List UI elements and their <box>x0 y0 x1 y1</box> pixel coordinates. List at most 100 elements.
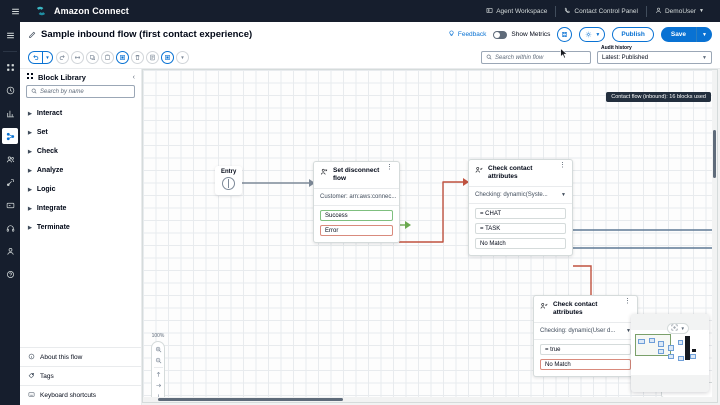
node-check-contact-attributes-1[interactable]: Check contact attributes ⋮ Checking: dyn… <box>468 159 573 257</box>
copy-button[interactable] <box>86 51 99 64</box>
collapse-panel-button[interactable]: ‹ <box>132 73 135 81</box>
block-search-input[interactable]: Search by name <box>26 85 135 98</box>
rail-item-agent-tools[interactable] <box>2 220 18 236</box>
zoom-out-icon[interactable] <box>153 355 164 366</box>
port-success[interactable]: Success <box>320 210 393 222</box>
left-nav-rail <box>0 22 20 405</box>
canvas-vertical-scrollbar[interactable] <box>712 70 717 397</box>
node-set-disconnect-flow[interactable]: Set disconnect flow ⋮ Customer: arn:aws:… <box>313 161 400 244</box>
contact-control-panel-link[interactable]: Contact Control Panel <box>556 5 646 18</box>
category-label: Interact <box>36 110 63 117</box>
agent-workspace-link[interactable]: Agent Workspace <box>478 5 555 18</box>
minimap-controls[interactable]: ▼ <box>666 323 689 334</box>
flow-settings-button[interactable]: ▼ <box>579 27 606 42</box>
notes-button[interactable] <box>146 51 159 64</box>
undo-button[interactable] <box>28 51 42 64</box>
tags-button[interactable]: Tags <box>20 367 141 386</box>
node-parameter-select[interactable]: Customer: arn:aws:connec... ▼ <box>314 189 399 207</box>
rail-item-routing[interactable] <box>2 174 18 190</box>
search-within-flow-input[interactable]: Search within flow <box>481 51 591 64</box>
category-terminate[interactable]: ▶ Terminate <box>20 218 141 237</box>
node-parameter-select[interactable]: Checking: dynamic(User d... ▼ <box>534 323 637 341</box>
zoom-in-icon[interactable] <box>153 344 164 355</box>
arrow-left-icon[interactable] <box>153 402 164 403</box>
canvas-horizontal-scrollbar[interactable] <box>143 397 717 402</box>
redo-button[interactable] <box>56 51 69 64</box>
delete-button[interactable] <box>131 51 144 64</box>
align-button[interactable] <box>71 51 84 64</box>
save-menu-button[interactable]: ▼ <box>696 27 712 42</box>
node-menu-button[interactable]: ⋮ <box>559 162 566 169</box>
rail-item-users[interactable] <box>2 151 18 167</box>
top-bar-links: Agent Workspace Contact Control Panel De… <box>478 0 712 22</box>
node-menu-button[interactable]: ⋮ <box>624 298 631 305</box>
node-check-contact-attributes-2[interactable]: Check contact attributes ⋮ Checking: dyn… <box>533 295 638 378</box>
category-integrate[interactable]: ▶ Integrate <box>20 199 141 218</box>
keyboard-shortcuts-button[interactable]: Keyboard shortcuts <box>20 386 141 405</box>
category-label: Check <box>36 148 58 155</box>
audit-history-select[interactable]: Audit history Latest: Published ▼ <box>597 45 712 64</box>
rail-item-profiles[interactable] <box>2 243 18 259</box>
chevron-right-icon: ▶ <box>28 110 32 117</box>
undo-menu-button[interactable]: ▼ <box>42 51 53 64</box>
rail-item-flows[interactable] <box>2 128 18 144</box>
port-label: No Match <box>545 361 571 368</box>
block-library-header: Block Library ‹ <box>20 69 141 85</box>
category-label: Terminate <box>36 224 70 231</box>
paste-button[interactable] <box>101 51 114 64</box>
rail-item-channels[interactable] <box>2 197 18 213</box>
rail-item-menu[interactable] <box>2 27 18 43</box>
entry-node[interactable]: Entry <box>215 166 243 195</box>
save-template-button[interactable] <box>557 27 573 42</box>
category-analyze[interactable]: ▶ Analyze <box>20 161 141 180</box>
rail-item-dashboard[interactable] <box>2 59 18 75</box>
phone-icon <box>564 7 571 16</box>
node-parameter-value: Customer: arn:aws:connec... <box>320 194 397 201</box>
node-header: Check contact attributes ⋮ <box>534 296 637 324</box>
pencil-icon[interactable] <box>28 31 36 39</box>
publish-button[interactable]: Publish <box>612 27 654 42</box>
about-this-flow-button[interactable]: About this flow <box>20 348 141 367</box>
category-label: Set <box>36 129 48 136</box>
chevron-down-icon[interactable]: ▼ <box>680 326 685 331</box>
select-all-button[interactable] <box>116 51 129 64</box>
port-label: Error <box>325 227 339 234</box>
port-task[interactable]: = TASK <box>475 223 566 235</box>
port-error[interactable]: Error <box>320 225 393 237</box>
layout-button[interactable] <box>161 51 174 64</box>
user-menu[interactable]: DemoUser ▼ <box>647 5 712 18</box>
save-button[interactable]: Save <box>660 27 697 42</box>
minimap-node <box>668 354 674 359</box>
node-parameter-select[interactable]: Checking: dynamic(Syste... ▼ <box>469 187 572 205</box>
category-interact[interactable]: ▶ Interact <box>20 104 141 123</box>
port-no-match[interactable]: No Match <box>475 238 566 250</box>
category-check[interactable]: ▶ Check <box>20 142 141 161</box>
show-metrics-toggle[interactable]: Show Metrics <box>493 30 550 39</box>
rail-item-analytics[interactable] <box>2 105 18 121</box>
entry-port[interactable] <box>222 177 236 190</box>
node-menu-button[interactable]: ⋮ <box>386 164 393 171</box>
port-chat[interactable]: = CHAT <box>475 208 566 220</box>
feedback-label: Feedback <box>457 31 487 38</box>
category-logic[interactable]: ▶ Logic <box>20 180 141 199</box>
arrow-right-icon[interactable] <box>153 380 164 391</box>
feedback-button[interactable]: Feedback <box>448 30 487 39</box>
rail-item-support[interactable] <box>2 266 18 282</box>
category-set[interactable]: ▶ Set <box>20 123 141 142</box>
node-title: Set disconnect flow <box>333 167 380 183</box>
layout-menu-button[interactable]: ▼ <box>176 51 189 64</box>
flow-canvas[interactable]: Contact flow (inbound): 16 blocks used <box>142 69 718 403</box>
entry-label: Entry <box>221 169 237 175</box>
port-no-match[interactable]: No Match <box>540 359 631 371</box>
scrollbar-thumb[interactable] <box>713 130 716 178</box>
minimap-panel[interactable] <box>631 314 709 392</box>
port-true[interactable]: = true <box>540 344 631 356</box>
menu-icon[interactable] <box>8 4 22 18</box>
fit-to-screen-icon[interactable] <box>671 324 678 333</box>
scrollbar-thumb[interactable] <box>158 398 343 401</box>
minimap-viewport <box>631 330 709 375</box>
minimap-node <box>658 341 664 347</box>
toggle-switch[interactable] <box>493 30 508 39</box>
arrow-up-icon[interactable] <box>153 369 164 380</box>
rail-item-recent[interactable] <box>2 82 18 98</box>
